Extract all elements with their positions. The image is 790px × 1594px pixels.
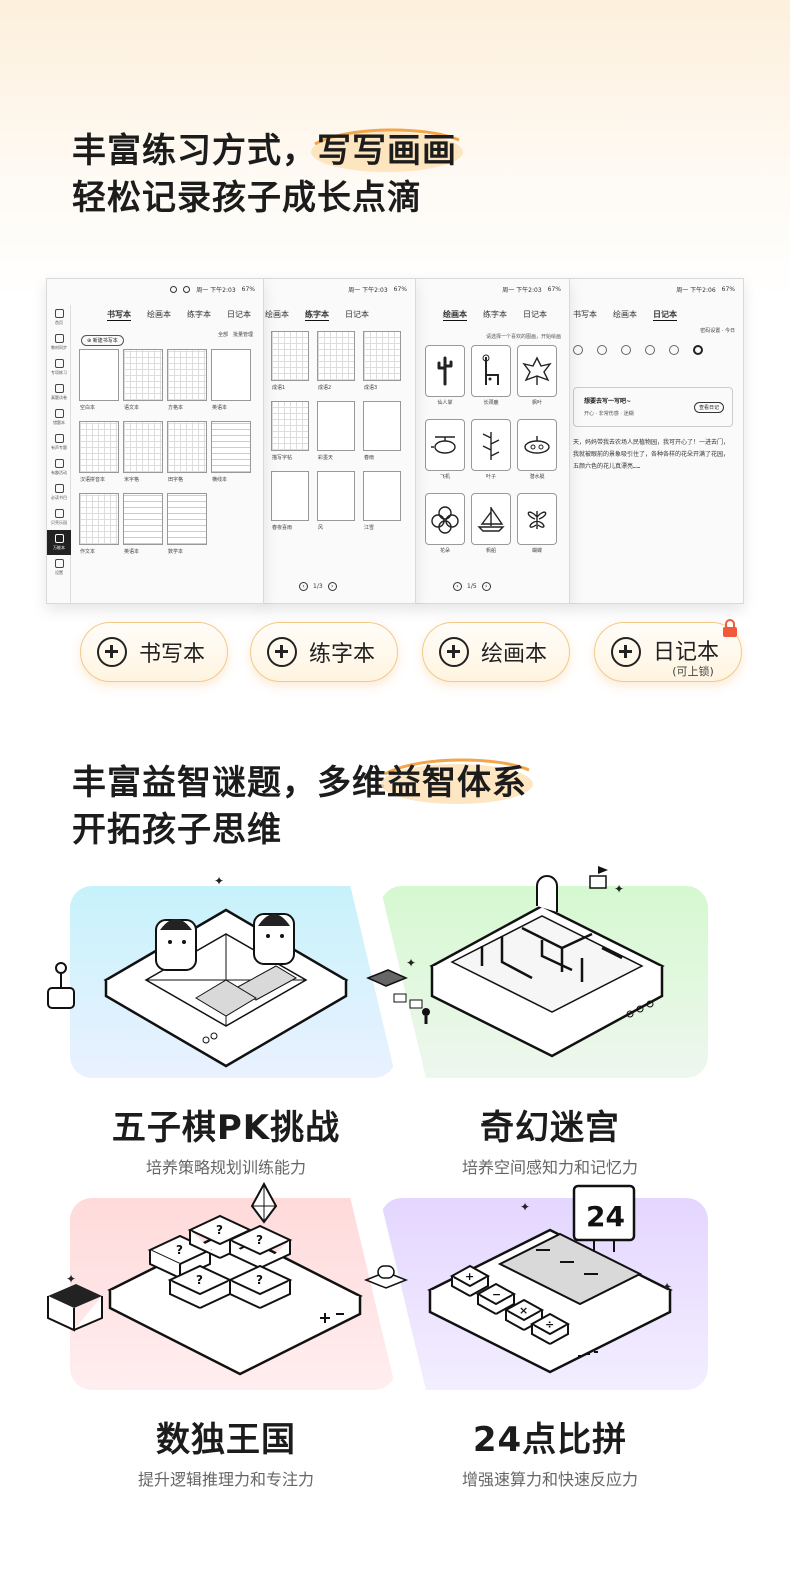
headline-1-line1: 丰富练习方式， [72, 131, 317, 171]
game-title: 五子棋PK挑战 [111, 1108, 341, 1148]
sparkle-icon: ✦ [406, 956, 417, 970]
card-24-number: 24 [586, 1200, 625, 1233]
drawing-item[interactable]: 叶子 [471, 419, 511, 480]
game-title: 数独王国 [156, 1420, 296, 1460]
game-title: 24点比拼 [472, 1420, 628, 1460]
game-desc: 培养策略规划训练能力 [145, 1158, 306, 1177]
24point-illustration[interactable]: + − × ÷ 24 [360, 1180, 680, 1384]
maze-illustration[interactable] [362, 866, 672, 1070]
add-drawing-notebook-button[interactable]: 绘画本 [422, 622, 570, 682]
drawing-item[interactable]: 长颈鹿 [471, 345, 511, 406]
sparkle-icon: ✦ [614, 882, 625, 896]
sparkle-icon: ✦ [662, 1280, 673, 1294]
svg-text:−: − [492, 1288, 501, 1301]
svg-text:?: ? [256, 1233, 263, 1247]
plus-circle-icon [267, 637, 297, 667]
headline-2-line2: 开拓孩子思维 [72, 810, 282, 850]
sparkle-icon: ✦ [214, 874, 225, 888]
headline-2-line1: 丰富益智谜题，多维 [72, 763, 387, 803]
sparkle-icon: ✦ [66, 1272, 77, 1286]
drawing-item[interactable]: 帆船 [471, 493, 511, 554]
drawing-item[interactable]: 潜水艇 [517, 419, 557, 480]
svg-text:?: ? [216, 1223, 223, 1237]
game-desc: 培养空间感知力和记忆力 [461, 1158, 638, 1177]
svg-text:×: × [519, 1304, 528, 1317]
svg-text:?: ? [176, 1243, 183, 1257]
headline-2-highlight: 益智体系 [381, 758, 533, 807]
svg-text:÷: ÷ [545, 1318, 554, 1331]
svg-text:+: + [465, 1270, 474, 1283]
drawing-item[interactable]: 蝴蝶 [517, 493, 557, 554]
add-diary-button[interactable]: 日记本 (可上锁) [594, 619, 742, 682]
drawing-item[interactable]: 仙人掌 [425, 345, 465, 406]
plus-circle-icon [611, 637, 641, 667]
svg-text:?: ? [256, 1273, 263, 1287]
headline-1-highlight: 写写画画 [311, 128, 463, 175]
add-practice-notebook-button[interactable]: 练字本 [250, 622, 398, 682]
new-notebook-button[interactable]: ⊕ 新建书写本 [81, 335, 124, 346]
game-title: 奇幻迷宫 [480, 1108, 620, 1148]
add-writing-notebook-button[interactable]: 书写本 [80, 622, 228, 682]
sudoku-illustration[interactable]: ????? [40, 1180, 400, 1384]
drawing-item[interactable]: 花朵 [425, 493, 465, 554]
headline-1-line2: 轻松记录孩子成长点滴 [72, 178, 422, 218]
game-desc: 增强速算力和快速反应力 [461, 1470, 638, 1489]
svg-text:?: ? [196, 1273, 203, 1287]
section1-headline: 丰富练习方式，写写画画 轻松记录孩子成长点滴 [72, 128, 463, 222]
sidebar: 首页 教材同步 专项练习 真题试卷 错题本 有声专题 有趣活动 必读书目 贝壳乐… [47, 305, 71, 603]
plus-circle-icon [97, 637, 127, 667]
plus-circle-icon [439, 637, 469, 667]
game-desc: 提升逻辑推理力和专注力 [137, 1470, 314, 1489]
sparkle-icon: ✦ [520, 1200, 531, 1214]
drawing-item[interactable]: 枫叶 [517, 345, 557, 406]
lock-icon [723, 619, 737, 637]
drawing-item[interactable]: 飞机 [425, 419, 465, 480]
section2-headline: 丰富益智谜题，多维益智体系 开拓孩子思维 [72, 758, 533, 854]
gomoku-illustration[interactable] [46, 870, 406, 1070]
